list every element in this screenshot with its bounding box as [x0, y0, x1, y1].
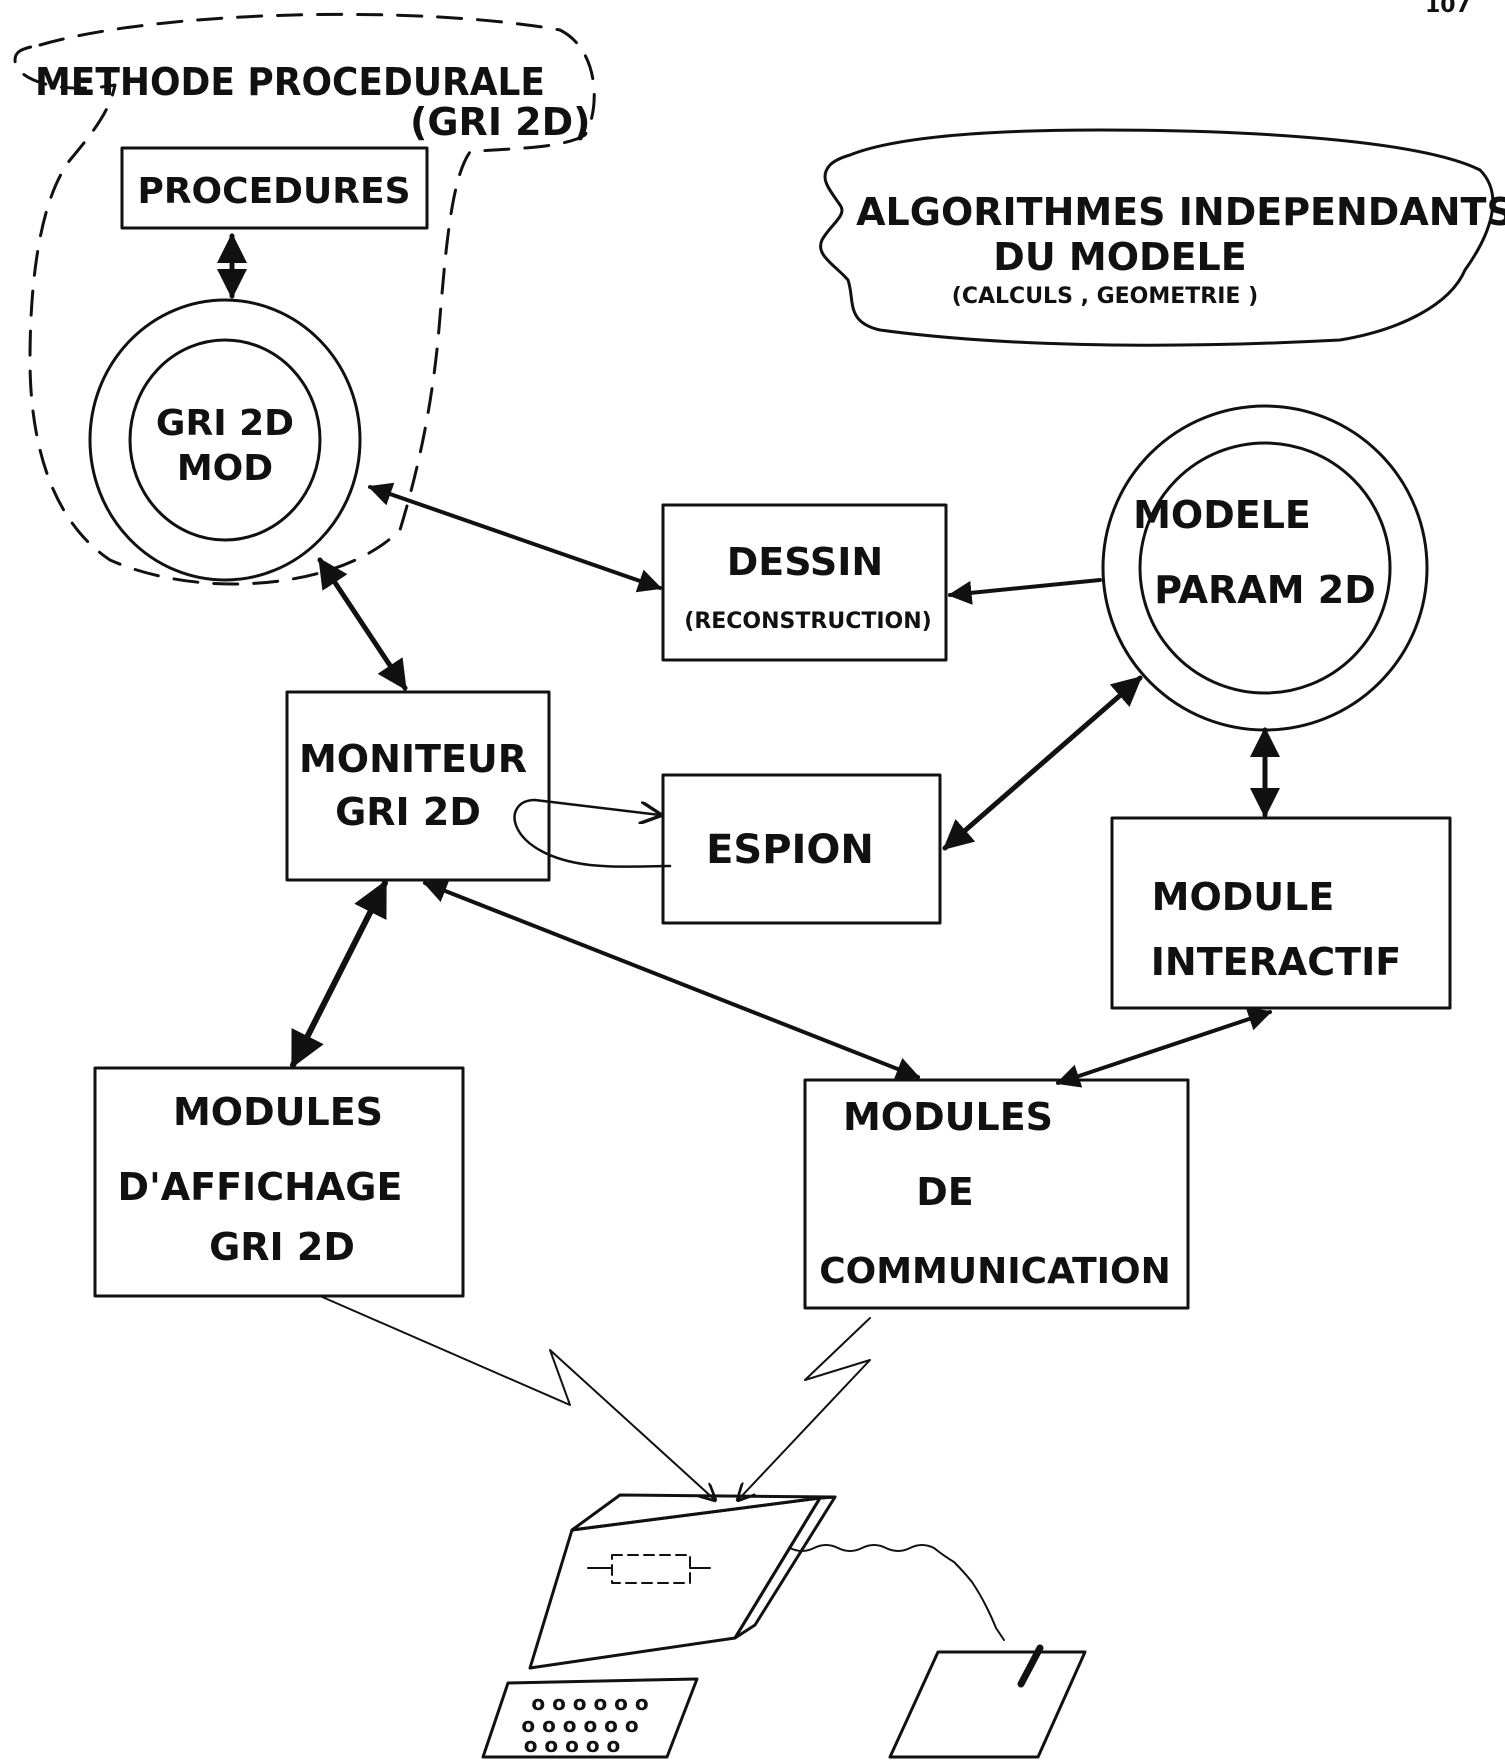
keyboard-icon: o o o o o o o o o o o o o o o o o — [481, 1677, 699, 1759]
dessin-box — [661, 503, 948, 662]
communication-line2: DE — [916, 1170, 974, 1214]
dessin-sublabel: (RECONSTRUCTION) — [684, 609, 931, 634]
procedural-method-subtitle: (GRI 2D) — [410, 100, 591, 144]
algorithms-cloud-line1: ALGORITHMES INDEPENDANTS — [856, 190, 1505, 234]
terminal-screen-icon — [528, 1493, 837, 1670]
communication-line3: COMMUNICATION — [819, 1251, 1171, 1292]
communication-line1: MODULES — [843, 1095, 1053, 1139]
procedural-method-title: METHODE PROCEDURALE — [35, 60, 545, 104]
mod-moniteur-arrow — [317, 557, 408, 691]
affichage-terminal-link — [319, 1295, 715, 1500]
svg-text:o o o o o o: o o o o o o — [521, 1713, 638, 1737]
page-number: 107 — [1425, 0, 1471, 18]
modele-param-inner-circle — [1138, 441, 1392, 695]
tablet-cable — [789, 1544, 1005, 1641]
modele-espion-arrow — [942, 675, 1143, 851]
moniteur-line2: GRI 2D — [335, 790, 481, 834]
svg-text:o o o o o: o o o o o — [524, 1733, 621, 1757]
modele-param-line1: MODELE — [1133, 493, 1311, 537]
tablet-icon — [888, 1644, 1087, 1759]
dessin-label: DESSIN — [727, 540, 883, 584]
moniteur-espion-loop — [533, 798, 660, 815]
gri2d-mod-label-line2: MOD — [177, 448, 273, 489]
module-interactif-box — [1110, 816, 1452, 1010]
algorithms-cloud-line2: DU MODELE — [993, 235, 1246, 279]
communication-box — [803, 1078, 1190, 1310]
algorithms-cloud-line3: (CALCULS , GEOMETRIE ) — [952, 284, 1258, 309]
gri2d-mod-inner-circle — [128, 338, 322, 542]
affichage-box — [93, 1066, 465, 1298]
procedures-label: PROCEDURES — [137, 171, 410, 212]
modele-dessin-arrow — [947, 578, 1102, 605]
moniteur-affichage-arrow — [290, 879, 388, 1069]
moniteur-espion-loop-return — [513, 798, 672, 868]
svg-text:o o o o o o: o o o o o o — [531, 1691, 648, 1715]
moniteur-line1: MONITEUR — [299, 737, 527, 781]
affichage-line1: MODULES — [173, 1090, 383, 1134]
algorithms-cloud — [819, 128, 1495, 347]
interactif-communication-arrow — [1055, 1007, 1273, 1088]
affichage-line2: D'AFFICHAGE — [118, 1165, 403, 1209]
gri2d-mod-label-line1: GRI 2D — [156, 403, 294, 444]
mod-dessin-arrow — [367, 482, 663, 593]
gri2d-mod-outer-circle — [88, 298, 362, 582]
moniteur-box — [285, 690, 551, 882]
modele-param-line2: PARAM 2D — [1154, 568, 1375, 612]
moniteur-communication-arrow — [422, 879, 921, 1081]
procedures-box — [120, 146, 429, 230]
module-interactif-line2: INTERACTIF — [1151, 940, 1401, 984]
affichage-line3: GRI 2D — [209, 1225, 355, 1269]
espion-label: ESPION — [706, 827, 874, 873]
communication-terminal-link — [738, 1317, 871, 1500]
module-interactif-line1: MODULE — [1152, 875, 1335, 919]
